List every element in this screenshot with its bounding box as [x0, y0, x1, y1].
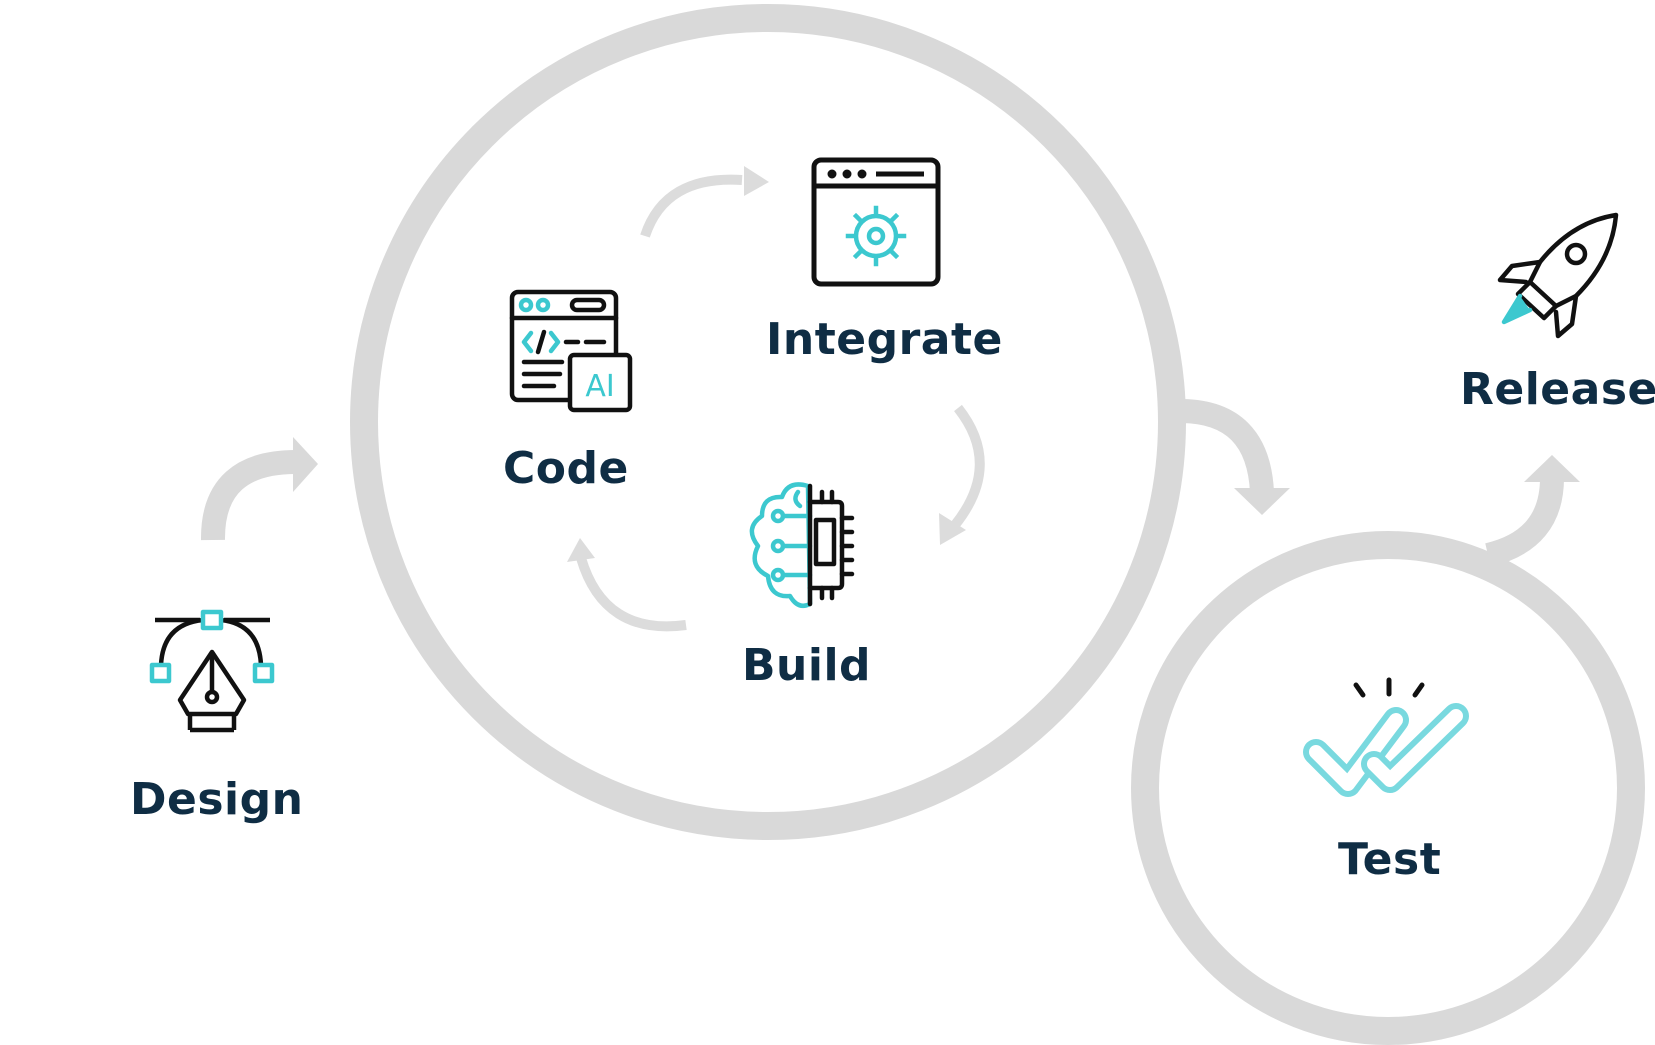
ai-code-window-icon: AI — [509, 289, 633, 413]
test-to-release-arrow — [1484, 455, 1580, 567]
stage-label-build: Build — [742, 640, 872, 691]
build-to-code-arrow — [567, 538, 687, 632]
rocket-icon — [1497, 212, 1619, 339]
pen-tool-icon — [149, 609, 275, 733]
settings-window-icon — [811, 157, 941, 287]
stage-label-integrate: Integrate — [766, 314, 1003, 365]
brain-chip-icon — [749, 482, 855, 608]
stage-label-code: Code — [503, 443, 629, 494]
design-to-cycle-arrow — [200, 437, 318, 541]
stage-label-design: Design — [130, 774, 304, 825]
stage-label-test: Test — [1338, 834, 1442, 885]
code-to-integrate-arrow — [640, 166, 769, 238]
development-cycle-ring — [350, 4, 1186, 840]
integrate-to-build-arrow — [939, 404, 985, 545]
cycle-to-test-arrow — [1181, 399, 1290, 515]
test-cycle-ring — [1131, 531, 1645, 1045]
stage-label-release: Release — [1460, 364, 1655, 415]
ai-badge-text: AI — [585, 369, 614, 404]
double-check-icon — [1303, 677, 1469, 797]
